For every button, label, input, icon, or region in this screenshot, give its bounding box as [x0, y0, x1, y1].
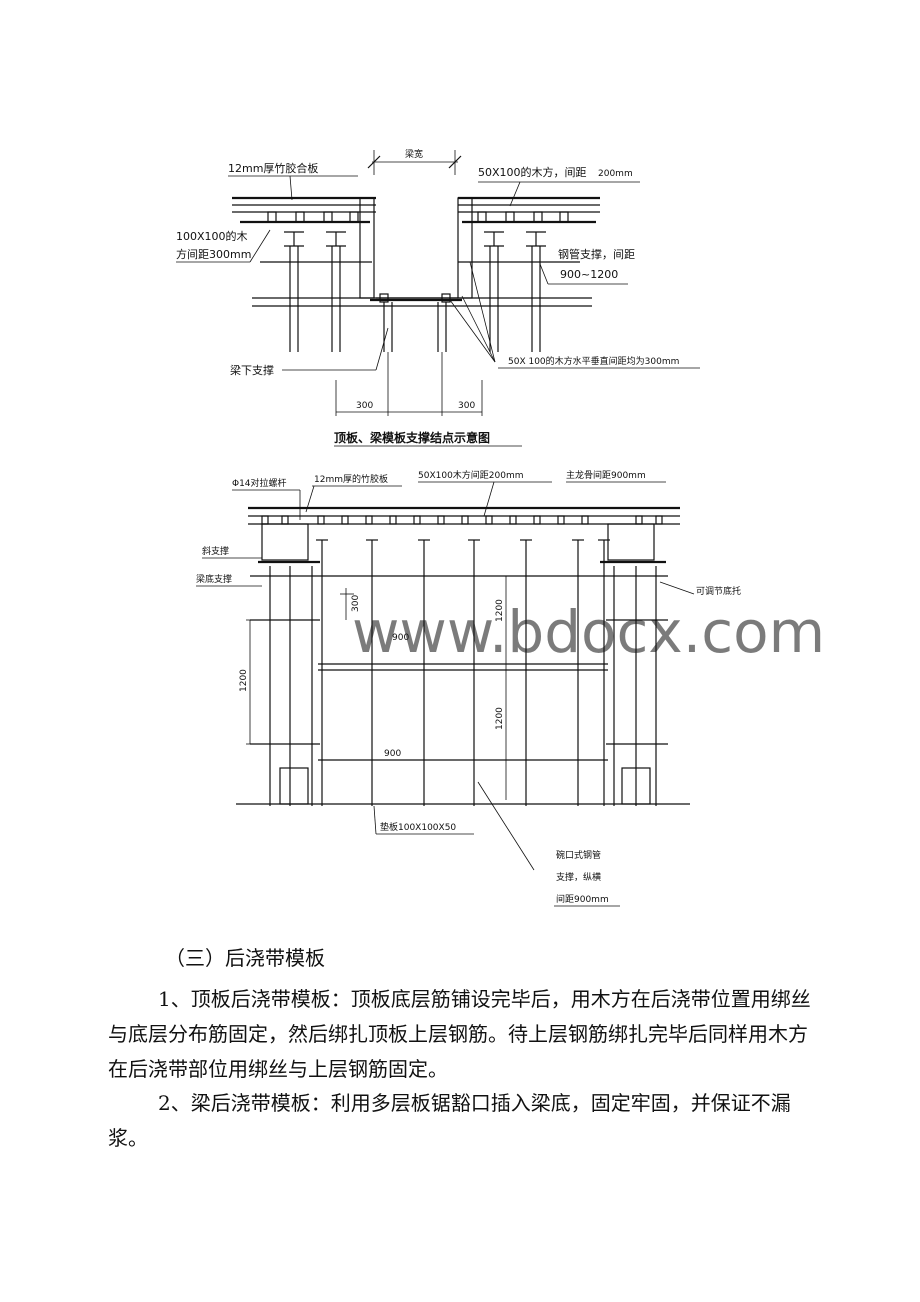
- dim-300: 300: [351, 595, 361, 612]
- plywood-label: 12mm厚竹胶合板: [228, 161, 318, 175]
- formwork-elevation-diagram: 1200 1200 1200 300 900 900 www.bdocx.com…: [196, 469, 825, 907]
- dim-left: 300: [356, 401, 373, 411]
- dim-900-lower: 900: [384, 749, 401, 759]
- dim-1200-mid-upper: 1200: [495, 599, 505, 622]
- main-keel-label: 主龙骨间距900mm: [566, 469, 646, 481]
- timber-hv-label: 50X 100的木方水平垂直间距均为300mm: [508, 355, 679, 367]
- bowl-support-label-1: 碗口式钢管: [556, 849, 601, 861]
- timber-spacing-label: 50X100的木方，间距: [478, 165, 587, 179]
- big-timber-label-2: 方间距300mm: [176, 247, 251, 261]
- watermark: www.bdocx.com: [352, 598, 825, 666]
- beam-bottom-support-label: 梁底支撑: [196, 573, 232, 585]
- timber-spacing-value: 200mm: [598, 169, 633, 179]
- section-heading: （三）后浇带模板: [165, 946, 325, 970]
- steel-support-label-1: 钢管支撑，间距: [558, 247, 635, 261]
- construction-drawings: 梁宽: [176, 148, 825, 907]
- big-timber-label-1: 100X100的木: [176, 229, 248, 243]
- diagram-caption: 顶板、梁模板支撑结点示意图: [334, 430, 490, 445]
- gap-dim-label: 梁宽: [405, 148, 423, 160]
- side-support-label: 斜支撑: [202, 545, 229, 557]
- bowl-support-label-3: 间距900mm: [556, 893, 609, 905]
- adjustable-base-label: 可调节底托: [696, 585, 741, 597]
- dim-900-upper: 900: [392, 633, 409, 643]
- paragraph-slab-post-cast: 1、顶板后浇带模板：顶板底层筋铺设完毕后，用木方在后浇带位置用绑丝与底层分布筋固…: [108, 987, 811, 1081]
- paragraph-beam-post-cast: 2、梁后浇带模板：利用多层板锯豁口插入梁底，固定牢固，并保证不漏浆。: [108, 1091, 791, 1150]
- dim-1200-left: 1200: [239, 669, 249, 692]
- bamboo-board-label: 12mm厚的竹胶板: [314, 473, 388, 485]
- timber-200-label: 50X100木方间距200mm: [418, 469, 524, 481]
- pad-label: 垫板100X100X50: [380, 821, 456, 833]
- beam-support-label: 梁下支撑: [230, 363, 274, 377]
- bowl-support-label-2: 支撑，纵横: [556, 871, 601, 883]
- steel-support-label-2: 900~1200: [560, 268, 618, 281]
- dim-1200-mid-lower: 1200: [495, 707, 505, 730]
- dim-right: 300: [458, 401, 475, 411]
- tie-rod-label: Φ14对拉螺杆: [232, 477, 287, 489]
- slab-beam-support-diagram: 梁宽: [176, 148, 700, 447]
